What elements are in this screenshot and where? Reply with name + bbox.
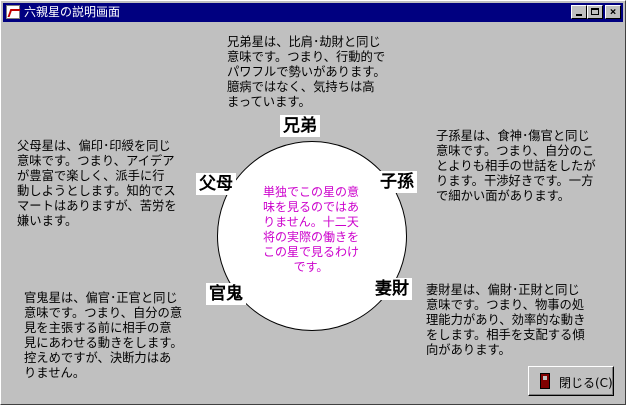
app-icon[interactable]	[6, 5, 20, 19]
minimize-button[interactable]	[571, 5, 587, 19]
star-label-kyodai: 兄弟	[280, 115, 320, 137]
maximize-button[interactable]	[587, 5, 603, 19]
center-note: 単独でこの星の意 味を見るのではあ りません。十二天 将の実際の働きを この星で…	[262, 185, 359, 274]
window-title: 六親星の説明画面	[24, 5, 121, 19]
kanki-description: 官鬼星は、偏官･正官と同じ 意味です。つまり、自分の意 見を主張する前に相手の意…	[24, 291, 183, 380]
fubo-description: 父母星は、偏印･印綬を同じ 意味です。つまり、アイデア が豊富で楽しく、派手に行…	[17, 139, 177, 228]
close-button-label: 閉じる(C)	[559, 376, 613, 390]
kyodai-description: 兄弟星は、比肩･劫財と同じ 意味です。つまり、行動的で パワフルで勢いがあります…	[227, 35, 386, 109]
shison-description: 子孫星は、食神･傷官と同じ 意味です。つまり、自分のこ とよりも相手の世話をした…	[436, 129, 596, 203]
close-button[interactable]: 閉じる(C)	[528, 366, 614, 396]
door-icon	[540, 373, 550, 389]
star-label-shison: 子孫	[377, 171, 417, 193]
star-label-fubo: 父母	[196, 173, 236, 195]
saizai-description: 妻財星は、偏財･正財と同じ 意味です。つまり、物事の処 理能力があり、効率的な動…	[426, 283, 586, 357]
title-bar[interactable]: 六親星の説明画面 ×	[3, 3, 623, 22]
minimize-icon	[576, 14, 582, 16]
maximize-icon	[591, 8, 599, 15]
close-window-button[interactable]: ×	[605, 5, 621, 19]
star-label-kanki: 官鬼	[206, 283, 246, 305]
star-label-saizai: 妻財	[372, 278, 412, 300]
close-icon: ×	[609, 5, 617, 18]
